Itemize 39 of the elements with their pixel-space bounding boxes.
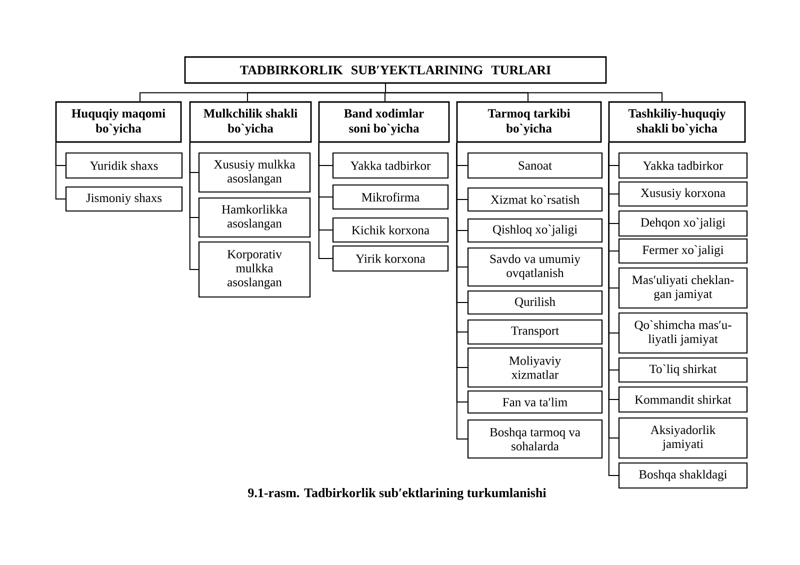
figure-caption: 9.1-rasm. Tadbirkorlik sub′ektlarining turkumlanishi <box>248 488 546 500</box>
item-box: Korporativ mulkka asoslangan <box>198 241 311 298</box>
item-box: To`liq shirkat <box>618 357 748 383</box>
category-box: Tashkiliy-huquqiy shakli bo`yicha <box>608 101 746 143</box>
item-box: Yakka tadbirkor <box>618 152 748 179</box>
connector-line <box>385 83 662 102</box>
item-box: Savdo va umumiy ovqatlanish <box>467 247 603 287</box>
item-box: Yuridik shaxs <box>65 152 183 179</box>
connector-line <box>55 142 66 200</box>
item-box: Yirik korxona <box>332 245 449 272</box>
category-box: Band xodimlar soni bo`yicha <box>318 101 450 143</box>
item-box: Kommandit shirkat <box>618 386 748 413</box>
item-box: Kichik korxona <box>332 217 449 243</box>
item-box: Xizmat ko`rsatish <box>467 187 603 212</box>
item-box: Moliyaviy xizmatlar <box>467 347 603 388</box>
item-box: Fan va ta′lim <box>467 390 603 414</box>
item-box: Mikrofirma <box>332 184 449 210</box>
item-box: Sanoat <box>467 152 603 179</box>
category-box: Mulkchilik shakli bo`yicha <box>189 101 312 143</box>
item-box: Fermer xo`jaligi <box>618 238 748 264</box>
item-box: Boshqa shakldagi <box>618 462 748 489</box>
item-box: Qishloq xo`jaligi <box>467 218 603 243</box>
category-box: Huquqiy maqomi bo`yicha <box>55 101 182 143</box>
connector-line <box>189 142 199 270</box>
connector-line <box>318 142 333 259</box>
item-box: Hamkorlikka asoslangan <box>198 197 311 238</box>
item-box: Qurilish <box>467 290 603 315</box>
item-box: Aksiyadorlik jamiyati <box>618 417 748 459</box>
heading-box: TADBIRKORLIK SUB′YEKTLARINING TURLARI <box>184 56 607 84</box>
item-box: Xususiy mulkka asoslangan <box>198 152 311 193</box>
item-box: Transport <box>467 319 603 345</box>
item-box: Mas′uliyati cheklan- gan jamiyat <box>618 267 748 309</box>
item-box: Boshqa tarmoq va sohalarda <box>467 419 603 459</box>
category-box: Tarmoq tarkibi bo`yicha <box>456 101 602 143</box>
item-box: Qo`shimcha mas′u- liyatli jamiyat <box>618 312 748 354</box>
item-box: Yakka tadbirkor <box>332 152 449 179</box>
item-box: Jismoniy shaxs <box>65 186 183 212</box>
item-box: Dehqon xo`jaligi <box>618 210 748 237</box>
item-box: Xususiy korxona <box>618 181 748 207</box>
